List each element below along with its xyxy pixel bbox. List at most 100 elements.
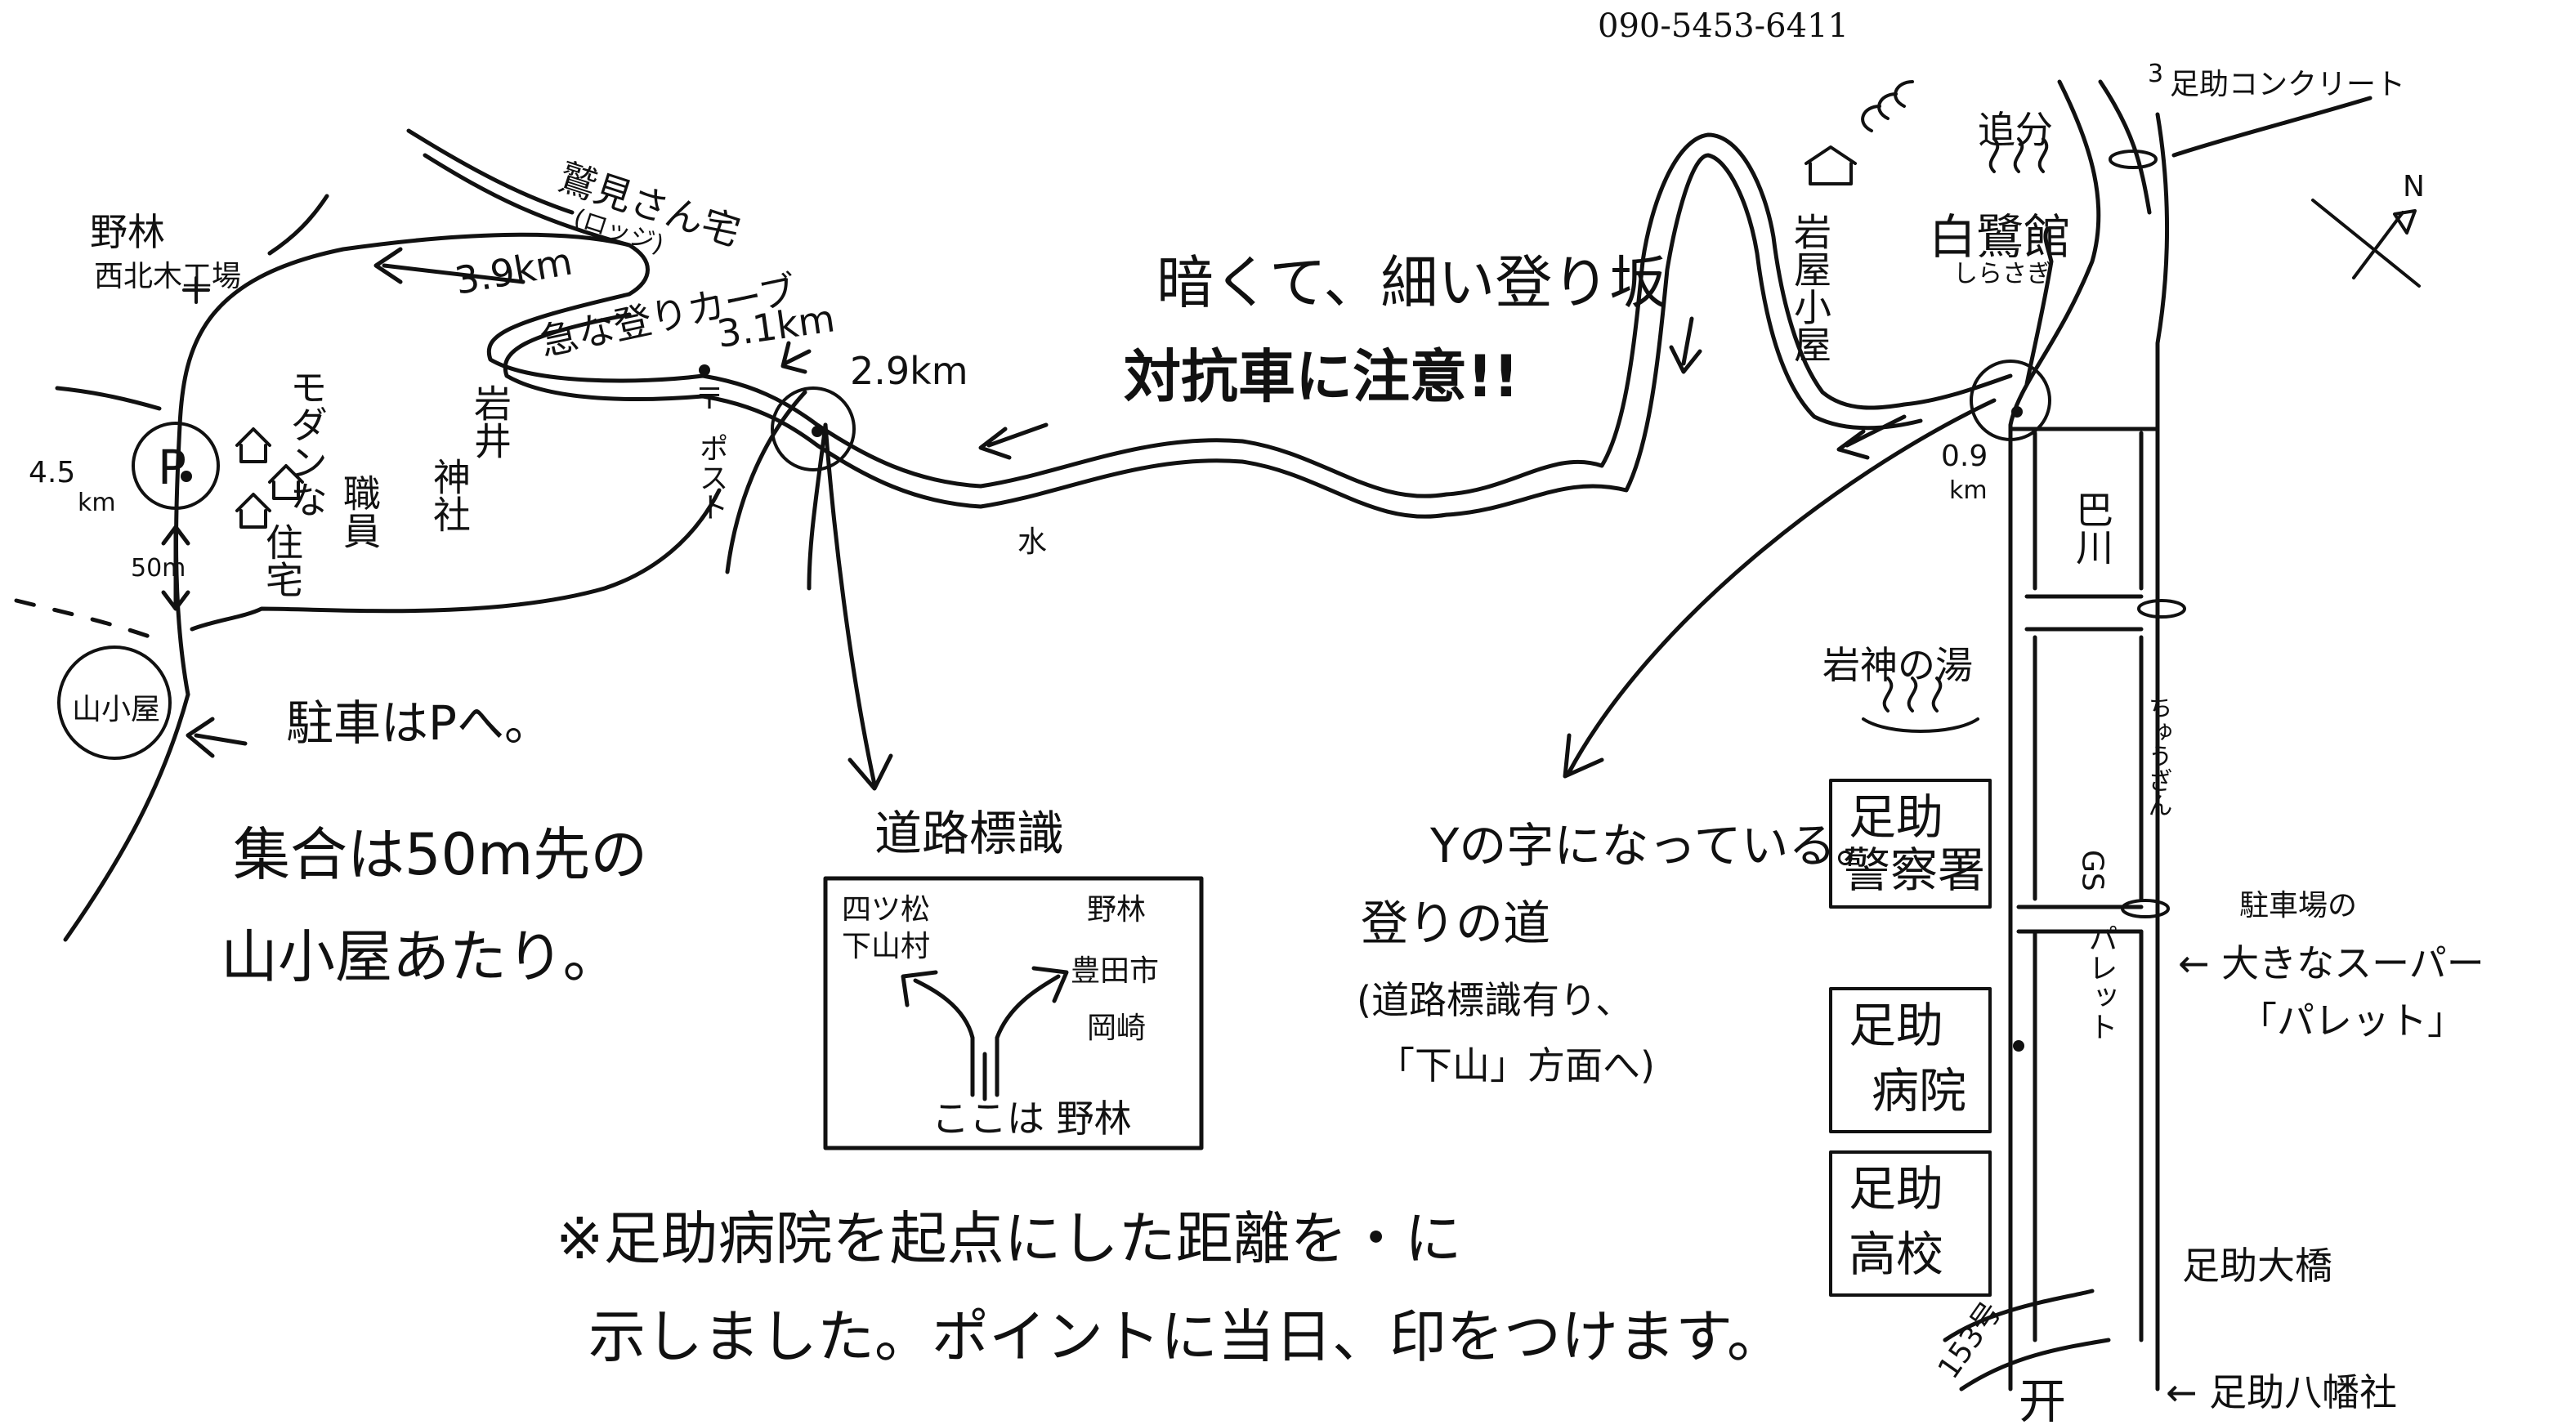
bridge-marker (2137, 599, 2186, 619)
supermarket-label: 「パレット」 (2239, 998, 2465, 1043)
river-cross-2 (2024, 594, 2144, 632)
lodge-road-2 (423, 153, 632, 248)
police-label: 足助 (1849, 789, 1943, 845)
parking-circle (132, 422, 220, 510)
house-icon (268, 464, 304, 500)
hachiman-label: ← 足助八幡社 (2166, 1370, 2397, 1414)
distance-45-unit: km (78, 489, 116, 517)
parking-access-road (190, 488, 722, 632)
lumberyard-label: 野林 (90, 210, 165, 254)
sign-right-label: 野林 (1087, 893, 1146, 927)
route-153-west-edge (2008, 79, 2101, 1391)
map-labels: 090-5453-6411 野林 西北木工場 P 4.5 km 50m 山小屋 … (29, 7, 2484, 1425)
uphill-road-label: 登りの道 (1361, 896, 1550, 951)
y-junction-road (2024, 226, 2054, 386)
mountain-hut-label: 山小屋 (72, 693, 160, 726)
police-box (1829, 779, 1992, 909)
upper-left-road (267, 194, 329, 256)
high-school-label: 高校 (1849, 1226, 1943, 1282)
bridge-lines (1943, 1289, 2111, 1391)
direction-arrow-09 (1836, 414, 1907, 460)
hot-spring-icon (1988, 137, 2049, 173)
housing-label: 住宅 (260, 523, 304, 598)
route-153-east-edge (2155, 112, 2170, 1391)
house-icon (235, 427, 271, 463)
direction-arrow-39 (373, 247, 525, 284)
lumberyard-label: 西北木工場 (94, 260, 241, 293)
distance-39-label: 3.9km (452, 239, 576, 303)
iwagami-onsen-label: 岩神の湯 (1822, 643, 1973, 687)
shirasagi-reading: しらさぎ (1953, 260, 2051, 288)
road-sign-frame (823, 876, 1204, 1150)
sign-left-label: 下山村 (842, 930, 930, 963)
paretto-vertical-label: パレット (2084, 923, 2118, 1041)
high-school-box (1829, 1150, 1992, 1297)
compass-label: N (2403, 170, 2425, 203)
pointer-to-road-sign (823, 422, 893, 791)
road-network (14, 79, 2373, 1391)
modern-housing-label: モダンな (284, 368, 329, 518)
distance-point-09 (2011, 406, 2023, 418)
junction-branch-south (725, 390, 807, 574)
bridge-marker (2121, 899, 2170, 918)
lower-left-road (63, 692, 190, 942)
distance-dots (181, 364, 2024, 1052)
distance-point-31 (699, 364, 710, 376)
distance-09-label: 0.9 (1941, 440, 1988, 473)
route-153-north (2098, 79, 2152, 215)
hospital-box (1829, 987, 1992, 1133)
direction-arrow-down (1669, 316, 1702, 374)
iwaya-hut-icon (1805, 145, 1857, 185)
water-symbol: 水 (1017, 525, 1047, 559)
road-sign-fork-arrows (901, 966, 1069, 1097)
lodge-house-icon (182, 276, 210, 304)
main-route-edge (503, 153, 1923, 519)
junction-circle-29 (771, 386, 856, 471)
direction-arrow-31 (780, 341, 812, 374)
road-sign-title: 道路標識 (874, 806, 1064, 861)
ohashi-label: 足助大橋 (2182, 1244, 2332, 1288)
junction-branch-south-2 (807, 422, 828, 591)
shrine-label: 神社 (427, 458, 472, 533)
mountain-hut-circle (57, 645, 172, 760)
direction-arrow-slope (978, 422, 1049, 460)
post-symbol: 〒 (695, 382, 724, 416)
dashed-trail (14, 598, 166, 644)
markers (57, 80, 2421, 918)
sign-note-2: 「下山」方面へ) (1377, 1043, 1655, 1088)
street-label: ちゅうざん (2144, 695, 2172, 817)
sign-left-label: 四ツ松 (842, 893, 930, 927)
pointer-to-y-junction (1563, 398, 1997, 779)
junction-circle-09 (1970, 360, 2051, 441)
dark-slope-warning: 暗くて、細い登り坂 (1156, 249, 1666, 316)
sign-right-label: 豊田市 (1071, 954, 1159, 988)
route-3-label: 3 (2148, 60, 2163, 88)
staff-label: 職員 (338, 474, 382, 549)
oncoming-traffic-warning: 対抗車に注意!! (1124, 343, 1519, 410)
shrine-map-symbol: 开 (2019, 1374, 2066, 1425)
house-icon (235, 493, 271, 529)
steam-icon (1861, 80, 1914, 132)
footnote-line-2: 示しました。ポイントに当日、印をつけます。 (588, 1303, 1784, 1370)
distance-50m-label: 50m (131, 554, 186, 583)
distance-point-45 (181, 471, 192, 482)
compass-icon (2311, 199, 2421, 288)
distance-29-label: 2.9km (850, 349, 968, 393)
hospital-label: 病院 (1872, 1063, 1966, 1119)
parking-symbol: P (158, 440, 186, 495)
meeting-note-2: 山小屋あたり。 (221, 923, 620, 990)
bridge-marker (2109, 150, 2158, 169)
distance-point-hospital (2013, 1040, 2024, 1052)
main-route-road (174, 132, 2013, 697)
parking-arrow (186, 717, 248, 758)
distance-point-29 (812, 426, 823, 437)
sign-right-label: 岡崎 (1087, 1012, 1146, 1045)
iwaya-hut-label: 岩屋小屋 (1788, 212, 1832, 363)
supermarket-label: 駐車場の (2239, 889, 2357, 922)
shirasagi-label: 白鷺館 (1929, 209, 2071, 265)
lodge-road (406, 128, 575, 215)
distance-45-label: 4.5 (29, 456, 75, 489)
hospital-label: 足助 (1849, 998, 1943, 1053)
route-153-north-2 (2171, 96, 2373, 158)
